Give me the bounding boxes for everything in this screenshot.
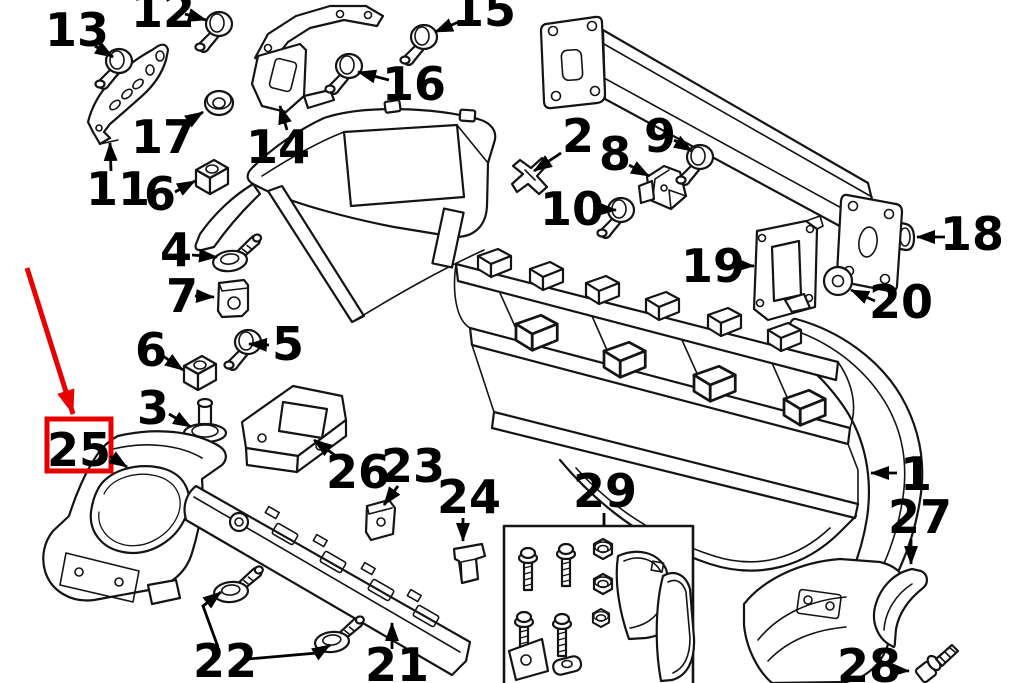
callout-number-22: 22 bbox=[193, 634, 257, 683]
leader-arrow-5 bbox=[248, 337, 270, 352]
callout-number-23: 23 bbox=[381, 439, 445, 493]
leader-arrow-6 bbox=[174, 179, 196, 196]
leader-arrow-16 bbox=[357, 69, 390, 84]
callout-number-25: 25 bbox=[47, 423, 111, 477]
washer-20 bbox=[822, 265, 854, 297]
leader-arrow-25 bbox=[108, 451, 128, 469]
callout-number-26: 26 bbox=[326, 445, 390, 499]
leader-arrow-14 bbox=[278, 105, 292, 131]
callout-number-4: 4 bbox=[160, 223, 192, 277]
callout-number-10: 10 bbox=[540, 182, 604, 236]
clip-nut-6b bbox=[182, 354, 218, 392]
callout-number-17: 17 bbox=[131, 110, 195, 164]
leader-arrow-23 bbox=[382, 485, 401, 506]
grommet-17 bbox=[203, 89, 235, 117]
bracket-7 bbox=[216, 278, 250, 319]
leader-arrow-4 bbox=[191, 248, 218, 263]
clip-24 bbox=[452, 542, 487, 585]
callout-number-13: 13 bbox=[45, 3, 109, 57]
clip-23 bbox=[364, 498, 397, 542]
screw-5-icon bbox=[223, 328, 263, 372]
leader-arrow-15 bbox=[434, 18, 462, 34]
leader-arrow-28 bbox=[890, 662, 910, 677]
callout-number-1: 1 bbox=[900, 447, 932, 501]
leader-arrow-26 bbox=[313, 438, 337, 458]
leader-arrow-9 bbox=[672, 135, 693, 153]
leader-arrow-13 bbox=[93, 41, 114, 59]
part-impact-carrier bbox=[453, 247, 860, 572]
push-pin-22b bbox=[311, 614, 368, 655]
leader-arrow-12 bbox=[184, 8, 207, 22]
callout-number-21: 21 bbox=[365, 638, 429, 683]
leader-arrow-22 bbox=[247, 643, 331, 661]
bracket-8 bbox=[637, 164, 688, 211]
part-reinforcement-beam bbox=[539, 15, 916, 293]
highlight-arrow bbox=[24, 267, 76, 415]
callout-number-15: 15 bbox=[452, 0, 516, 37]
part-kit-box-29 bbox=[502, 524, 696, 683]
leader-arrow-2 bbox=[533, 151, 562, 173]
callout-number-27: 27 bbox=[888, 490, 952, 544]
part-mount-bracket-14 bbox=[250, 4, 385, 114]
callout-number-20: 20 bbox=[869, 275, 933, 329]
callout-number-12: 12 bbox=[131, 0, 195, 38]
highlight-box bbox=[44, 416, 114, 474]
callout-number-6: 6 bbox=[144, 167, 176, 221]
callout-number-6: 6 bbox=[135, 323, 167, 377]
leader-arrow-8 bbox=[628, 161, 650, 178]
callout-number-19: 19 bbox=[681, 239, 745, 293]
callout-number-7: 7 bbox=[166, 269, 198, 323]
part-side-bracket bbox=[86, 43, 170, 146]
callout-number-2: 2 bbox=[562, 109, 594, 163]
callout-number-9: 9 bbox=[644, 109, 676, 163]
clip-nut-6a bbox=[194, 158, 230, 196]
part-upper-panel bbox=[194, 99, 497, 324]
leader-arrow-10 bbox=[595, 202, 617, 217]
part-arch-trim-27 bbox=[872, 567, 928, 649]
callout-number-18: 18 bbox=[940, 207, 1004, 261]
leader-arrow-20 bbox=[850, 288, 876, 304]
screw-16-icon bbox=[324, 52, 364, 96]
highlight-group bbox=[24, 267, 114, 474]
callout-number-24: 24 bbox=[437, 470, 501, 524]
callout-number-29: 29 bbox=[573, 464, 637, 518]
callout-number-5: 5 bbox=[272, 317, 304, 371]
leader-arrow-3 bbox=[168, 411, 192, 429]
callout-number-14: 14 bbox=[246, 120, 310, 174]
callout-number-3: 3 bbox=[137, 381, 169, 435]
leader-arrow-17 bbox=[183, 110, 204, 128]
push-pin-3 bbox=[182, 397, 228, 444]
leader-arrow-7 bbox=[194, 289, 215, 304]
leader-arrow-11 bbox=[103, 142, 118, 172]
callout-number-16: 16 bbox=[382, 57, 446, 111]
leader-arrow-22 bbox=[201, 590, 222, 648]
screw-9-icon bbox=[675, 143, 715, 187]
screw-28-icon bbox=[914, 643, 960, 683]
push-pin-22a bbox=[210, 564, 267, 605]
part-mud-guard-25 bbox=[42, 430, 227, 606]
leader-arrow-6 bbox=[162, 353, 184, 372]
callout-number-11: 11 bbox=[86, 162, 150, 216]
callout-number-8: 8 bbox=[599, 127, 631, 181]
leader-arrow-19 bbox=[735, 257, 755, 272]
callout-number-28: 28 bbox=[837, 639, 901, 683]
